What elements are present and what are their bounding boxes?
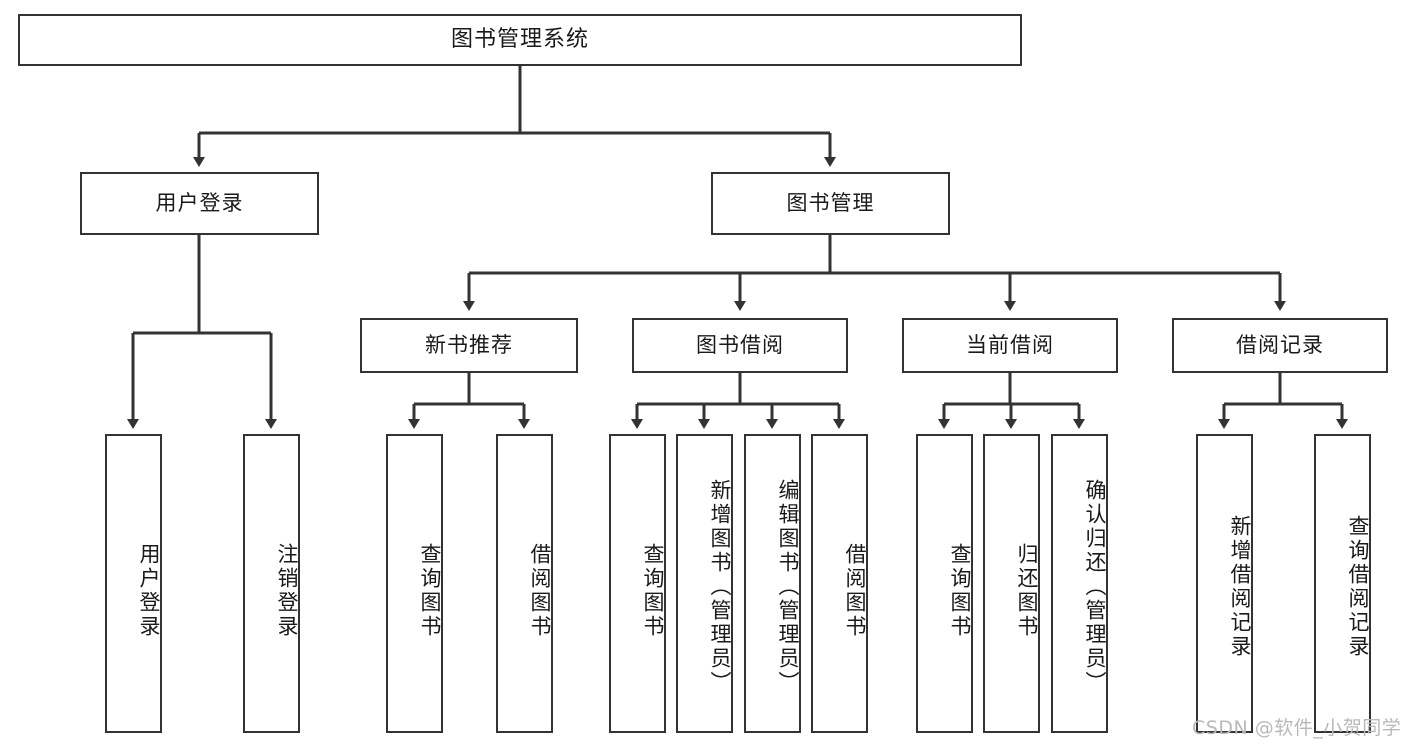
- leaf-user-login[interactable]: 用户登录: [105, 434, 162, 733]
- leaf-return-book[interactable]: 归还图书: [983, 434, 1040, 733]
- node-label: 查询图书: [418, 542, 442, 639]
- leaf-query-borrow-record[interactable]: 查询借阅记录: [1314, 434, 1371, 733]
- leaf-borrow-book-1[interactable]: 借阅图书: [496, 434, 553, 733]
- leaf-add-book-admin[interactable]: 新增图书（管理员）: [676, 434, 733, 733]
- node-label: 用户登录: [137, 542, 161, 639]
- node-book-borrowing[interactable]: 图书借阅: [632, 318, 848, 373]
- node-label: 借阅图书: [843, 542, 867, 639]
- node-book-management[interactable]: 图书管理: [711, 172, 950, 235]
- leaf-query-book-2[interactable]: 查询图书: [609, 434, 666, 733]
- node-label: 查询借阅记录: [1346, 514, 1370, 659]
- node-label: 新书推荐: [425, 332, 513, 357]
- node-new-book-recommendation[interactable]: 新书推荐: [360, 318, 578, 373]
- node-user-login[interactable]: 用户登录: [80, 172, 319, 235]
- leaf-borrow-book-2[interactable]: 借阅图书: [811, 434, 868, 733]
- node-label: 用户登录: [155, 190, 244, 215]
- node-label: 新增图书（管理员）: [708, 478, 732, 695]
- leaf-confirm-return-admin[interactable]: 确认归还（管理员）: [1051, 434, 1108, 733]
- node-label: 查询图书: [948, 542, 972, 639]
- node-label: 确认归还（管理员）: [1083, 478, 1107, 695]
- leaf-query-book-1[interactable]: 查询图书: [386, 434, 443, 733]
- node-label: 归还图书: [1015, 542, 1039, 639]
- node-label: 查询图书: [641, 542, 665, 639]
- node-label: 图书借阅: [696, 332, 784, 357]
- node-borrow-record[interactable]: 借阅记录: [1172, 318, 1388, 373]
- node-label: 新增借阅记录: [1228, 514, 1252, 659]
- node-label: 注销登录: [275, 542, 299, 639]
- leaf-logout[interactable]: 注销登录: [243, 434, 300, 733]
- csdn-watermark: CSDN @软件_小贺同学: [1192, 717, 1402, 739]
- node-label: 图书管理系统: [450, 26, 589, 52]
- leaf-add-borrow-record[interactable]: 新增借阅记录: [1196, 434, 1253, 733]
- leaf-edit-book-admin[interactable]: 编辑图书（管理员）: [744, 434, 801, 733]
- node-label: 编辑图书（管理员）: [776, 478, 800, 695]
- node-label: 图书管理: [786, 190, 875, 215]
- node-label: 当前借阅: [966, 332, 1054, 357]
- node-label: 借阅图书: [528, 542, 552, 639]
- node-label: 借阅记录: [1236, 332, 1324, 357]
- leaf-query-book-3[interactable]: 查询图书: [916, 434, 973, 733]
- node-root-book-management-system[interactable]: 图书管理系统: [18, 14, 1022, 66]
- node-current-borrowing[interactable]: 当前借阅: [902, 318, 1118, 373]
